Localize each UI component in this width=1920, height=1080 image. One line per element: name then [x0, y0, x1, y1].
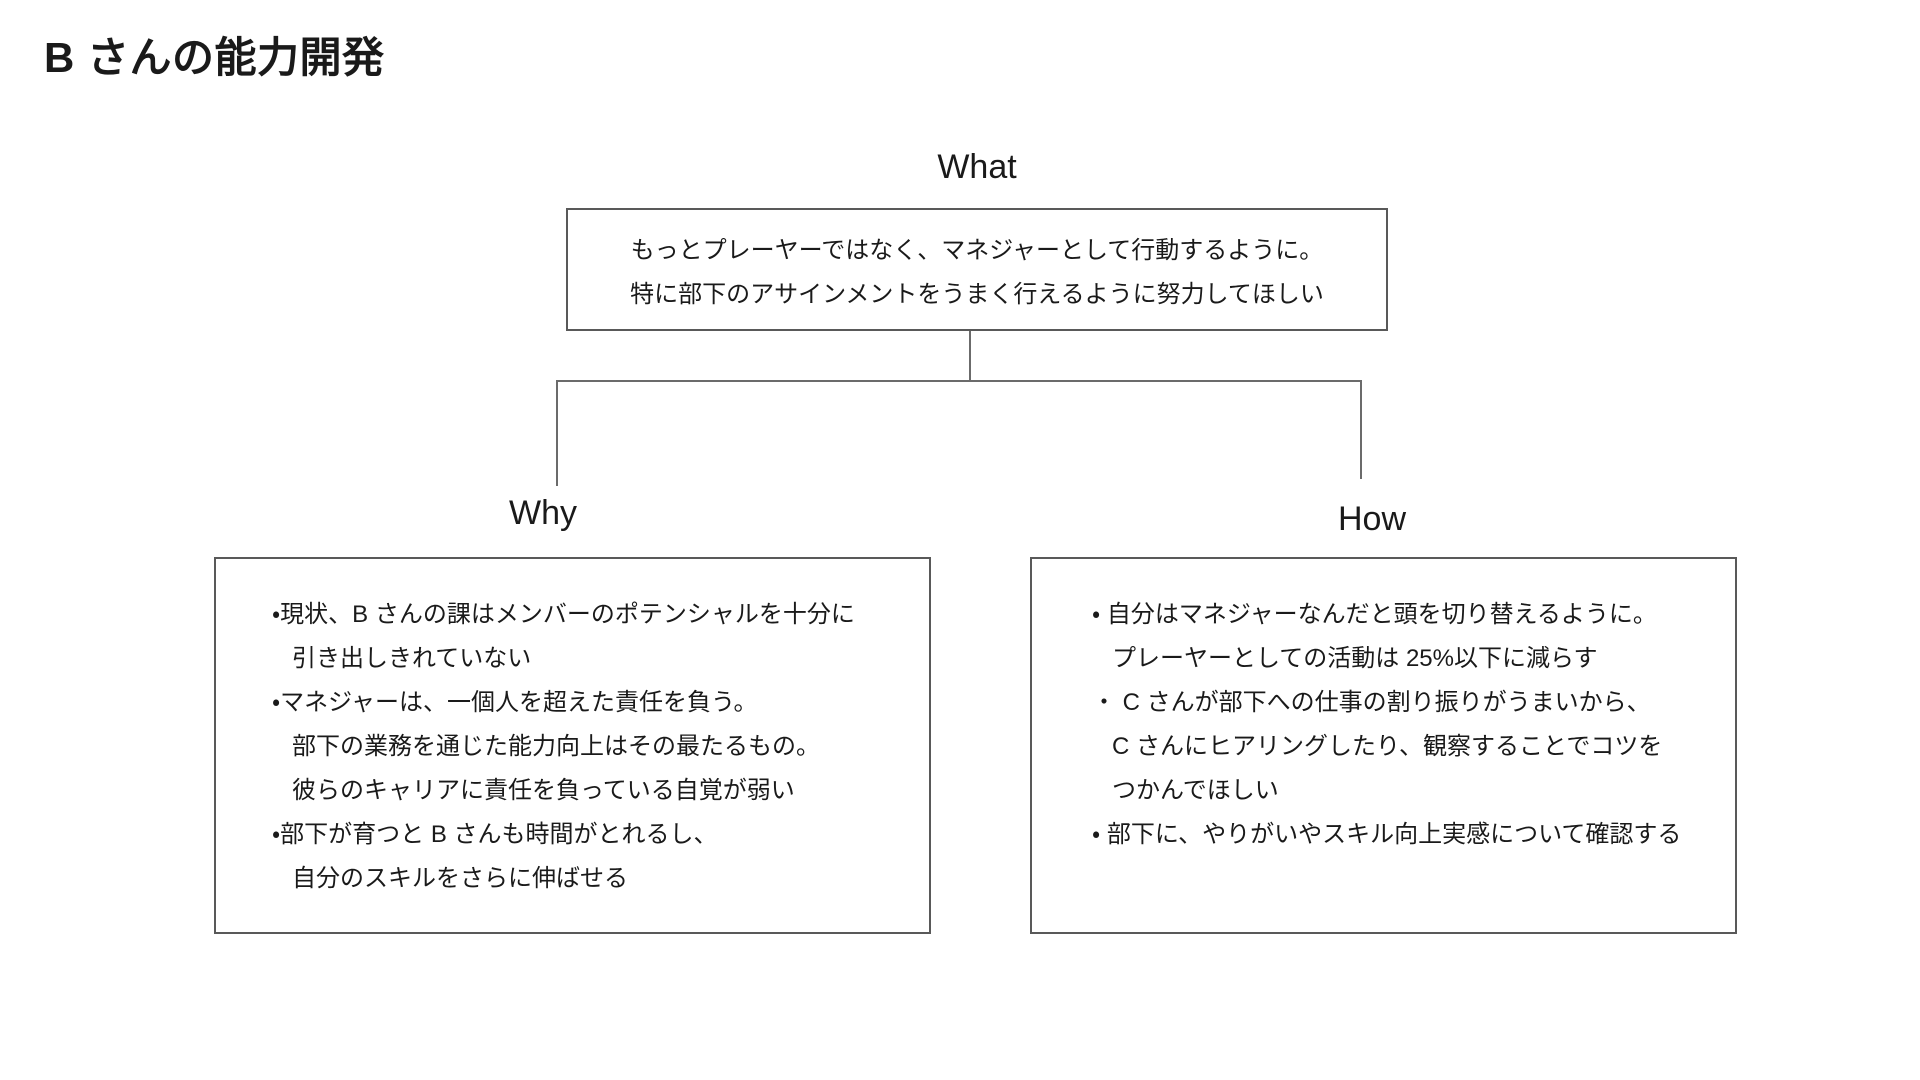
page-title: B さんの能力開発 [44, 34, 385, 81]
why-line: 部下の業務を通じた能力向上はその最たるもの。 [292, 733, 820, 760]
why-line: 自分のスキルをさらに伸ばせる [292, 865, 628, 892]
connector-what-stem [969, 330, 971, 381]
how-line: C さんにヒアリングしたり、観察することでコツを [1112, 733, 1663, 760]
what-box: もっとプレーヤーではなく、マネジャーとして行動するように。 特に部下のアサインメ… [566, 208, 1388, 331]
how-box: ・ 自分はマネジャーなんだと頭を切り替えるように。 プレーヤーとしての活動は 2… [1030, 557, 1737, 934]
how-heading: How [1337, 500, 1407, 538]
how-line: ・ C さんが部下への仕事の割り振りがうまいから、 [1092, 689, 1651, 716]
how-line: つかんでほしい [1112, 777, 1279, 804]
connector-why-drop [556, 380, 558, 486]
connector-branch-horizontal [556, 380, 1362, 382]
what-line: もっとプレーヤーではなく、マネジャーとして行動するように。 [630, 237, 1324, 264]
how-line: ・ 部下に、やりがいやスキル向上実感について確認する [1092, 821, 1682, 848]
why-line: ・マネジャーは、一個人を超えた責任を負う。 [272, 689, 758, 716]
what-heading: What [937, 148, 1017, 186]
how-line: ・ 自分はマネジャーなんだと頭を切り替えるように。 [1092, 601, 1657, 628]
why-line: ・現状、B さんの課はメンバーのポテンシャルを十分に [272, 601, 855, 628]
why-line: 引き出しきれていない [292, 645, 532, 672]
why-heading: Why [509, 494, 577, 532]
why-box: ・現状、B さんの課はメンバーのポテンシャルを十分に 引き出しきれていない ・マ… [214, 557, 931, 934]
how-line: プレーヤーとしての活動は 25%以下に減らす [1112, 645, 1598, 672]
why-line: ・部下が育つと B さんも時間がとれるし、 [272, 821, 718, 848]
connector-how-drop [1360, 380, 1362, 479]
why-line: 彼らのキャリアに責任を負っている自覚が弱い [292, 777, 795, 804]
what-line: 特に部下のアサインメントをうまく行えるように努力してほしい [630, 281, 1324, 308]
